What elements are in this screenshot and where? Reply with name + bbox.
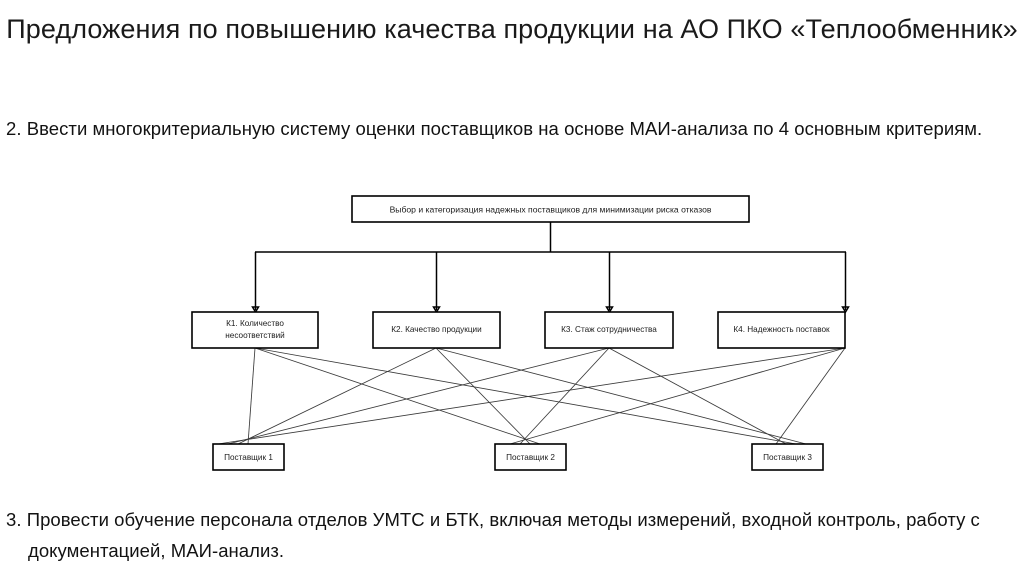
arrowhead-k4 (841, 306, 850, 314)
node-criterion-k1-label-line1: К1. Количество (226, 319, 284, 328)
mesh-k1-s2 (254, 347, 541, 445)
node-alternative-s3[interactable]: Поставщик 3 (751, 443, 824, 471)
page-title: Предложения по повышению качества продук… (6, 14, 1018, 44)
arrowhead-k1 (251, 306, 260, 314)
node-alternative-s2-label: Поставщик 2 (506, 453, 555, 462)
mesh-k2-s2 (435, 347, 531, 445)
node-criterion-k4[interactable]: К4. Надежность поставок (717, 311, 846, 349)
node-criterion-k2[interactable]: К2. Качество продукции (372, 311, 501, 349)
mesh-k1-s3 (254, 347, 797, 445)
node-criterion-k2-label: К2. Качество продукции (391, 325, 481, 334)
node-criterion-k1-label-line2: несоответствий (225, 331, 284, 340)
node-alternative-s2[interactable]: Поставщик 2 (494, 443, 567, 471)
mesh-k2-s3 (435, 347, 807, 445)
mesh-k4-s2 (509, 347, 846, 445)
mesh-k3-s1 (227, 347, 610, 445)
node-criterion-k3-label: К3. Стаж сотрудничества (561, 325, 657, 334)
node-alternative-s3-label: Поставщик 3 (763, 453, 812, 462)
mesh-k3-s3 (608, 347, 787, 445)
node-criterion-k3[interactable]: К3. Стаж сотрудничества (544, 311, 674, 349)
mesh-k3-s2 (519, 347, 610, 445)
mesh-k2-s1 (237, 347, 437, 445)
node-alternative-s1-label: Поставщик 1 (224, 453, 273, 462)
node-criterion-k4-label: К4. Надежность поставок (733, 325, 830, 334)
goal-to-criteria-connectors (251, 222, 850, 314)
body-paragraph-3: 3. Провести обучение персонала отделов У… (6, 509, 980, 561)
node-alternative-s1[interactable]: Поставщик 1 (212, 443, 285, 471)
criteria-to-alternatives-mesh (217, 347, 846, 445)
node-goal[interactable]: Выбор и категоризация надежных поставщик… (351, 195, 750, 223)
mesh-k4-s3 (775, 347, 846, 445)
ahp-hierarchy-diagram: Выбор и категоризация надежных поставщик… (0, 180, 1024, 490)
node-criterion-k1[interactable]: К1. Количество несоответствий (191, 311, 319, 349)
mesh-k4-s1 (217, 347, 846, 445)
node-goal-label: Выбор и категоризация надежных поставщик… (390, 204, 712, 214)
mesh-k1-s1 (247, 347, 256, 445)
arrowhead-k2 (432, 306, 441, 314)
arrowhead-k3 (605, 306, 614, 314)
body-paragraph-2: 2. Ввести многокритериальную систему оце… (6, 118, 983, 139)
